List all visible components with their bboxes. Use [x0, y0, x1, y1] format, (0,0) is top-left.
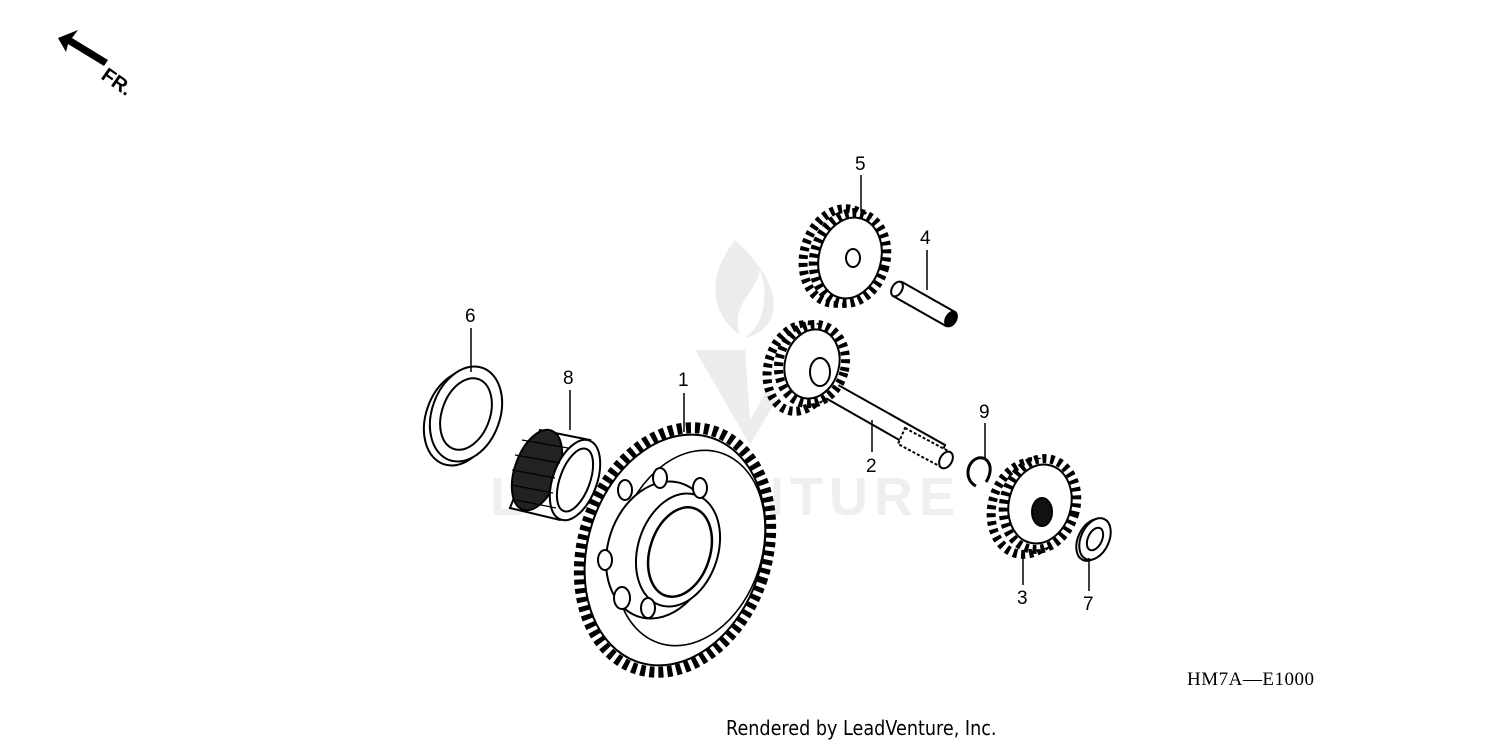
- callout-3[interactable]: 3: [1017, 588, 1028, 609]
- drawing-code: HM7A—E1000: [1187, 669, 1315, 690]
- leader-lines: [470, 175, 1090, 591]
- callout-7[interactable]: 7: [1083, 594, 1094, 615]
- circlip-part-9[interactable]: [966, 456, 992, 488]
- callout-6[interactable]: 6: [465, 306, 476, 327]
- front-arrow-icon: FR.: [58, 30, 136, 101]
- front-label: FR.: [97, 64, 136, 101]
- callout-labels: 1 2 3 4 5 6 7 8 9: [465, 154, 1094, 615]
- render-credit: Rendered by LeadVenture, Inc.: [726, 716, 997, 740]
- callout-1[interactable]: 1: [678, 370, 689, 391]
- needle-bearing-part-8[interactable]: [502, 423, 610, 527]
- callout-5[interactable]: 5: [855, 154, 866, 175]
- washer-part-7[interactable]: [1070, 513, 1117, 566]
- callout-4[interactable]: 4: [920, 228, 931, 249]
- callout-9[interactable]: 9: [979, 402, 990, 423]
- large-gear-part-1[interactable]: [549, 403, 801, 698]
- callout-2[interactable]: 2: [866, 456, 877, 477]
- shaft-part-2[interactable]: [758, 317, 956, 471]
- washer-part-6[interactable]: [411, 356, 514, 475]
- pin-part-4[interactable]: [889, 280, 960, 329]
- gear-part-5[interactable]: [793, 200, 897, 311]
- gear-part-3[interactable]: [981, 450, 1087, 562]
- callout-8[interactable]: 8: [563, 368, 574, 389]
